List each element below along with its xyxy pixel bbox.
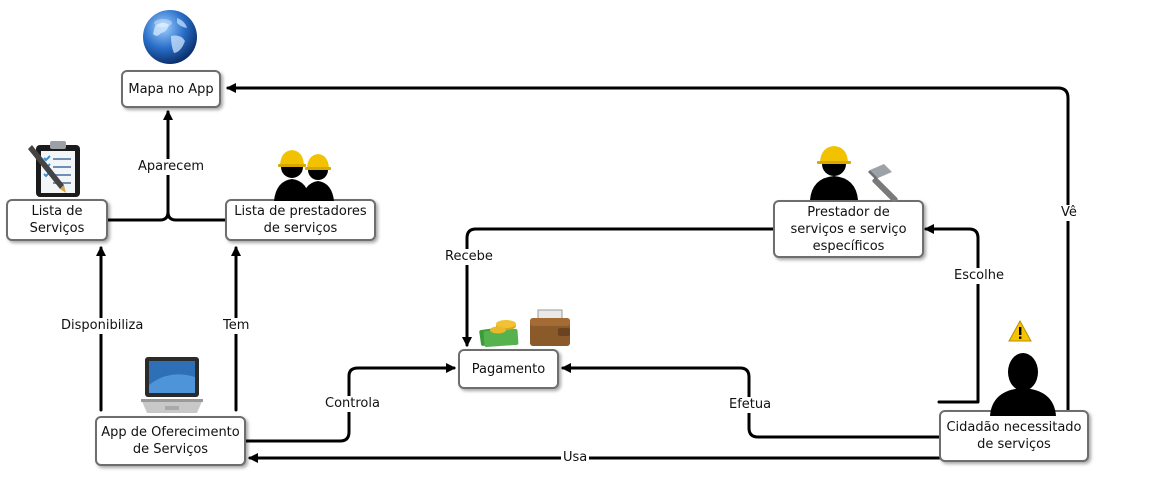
- money-icon: [479, 320, 519, 347]
- edge-recebe: [462, 227, 775, 347]
- edge-aparecem-right: [166, 210, 227, 222]
- node-app-oferecimento: App de Oferecimento de Serviços: [95, 416, 246, 466]
- edge-label-usa: Usa: [561, 450, 590, 466]
- edge-ve: [226, 83, 1070, 412]
- edge-label-escolhe: Escolhe: [952, 268, 1006, 284]
- node-label: Prestador de serviços e serviço específi…: [790, 204, 907, 254]
- edge-label-recebe: Recebe: [443, 249, 495, 265]
- hammer-icon: [868, 164, 898, 202]
- warning-icon: [1008, 320, 1032, 342]
- node-label: App de Oferecimento de Serviços: [101, 425, 240, 457]
- edge-label-aparecem: Aparecem: [136, 159, 206, 175]
- worker-icon: [810, 146, 858, 200]
- edge-escolhe: [924, 224, 980, 404]
- person-icon: [990, 353, 1056, 416]
- laptop-icon: [141, 357, 203, 413]
- node-mapa-no-app: Mapa no App: [121, 70, 221, 108]
- node-pagamento: Pagamento: [458, 349, 559, 389]
- edge-label-ve: Vê: [1059, 205, 1079, 221]
- node-label: Cidadão necessitado de serviços: [946, 420, 1082, 452]
- node-label: Mapa no App: [128, 81, 214, 97]
- node-lista-de-servicos: Lista de Serviços: [6, 199, 108, 241]
- clipboard-icon: [28, 141, 80, 197]
- node-label: Pagamento: [471, 361, 546, 377]
- node-prestador: Prestador de serviços e serviço específi…: [773, 200, 924, 258]
- edge-label-efetua: Efetua: [727, 397, 774, 413]
- wallet-icon: [530, 309, 570, 346]
- edge-label-tem: Tem: [221, 318, 252, 334]
- workers-icon: [274, 150, 334, 201]
- node-cidadao: Cidadão necessitado de serviços: [939, 410, 1089, 462]
- edge-label-disponibiliza: Disponibiliza: [59, 318, 146, 334]
- globe-icon: [143, 10, 197, 64]
- node-label: Lista de Serviços: [29, 204, 85, 236]
- edge-label-controla: Controla: [323, 396, 382, 412]
- node-lista-de-prestadores: Lista de prestadores de serviços: [225, 199, 376, 241]
- node-label: Lista de prestadores de serviços: [234, 204, 367, 236]
